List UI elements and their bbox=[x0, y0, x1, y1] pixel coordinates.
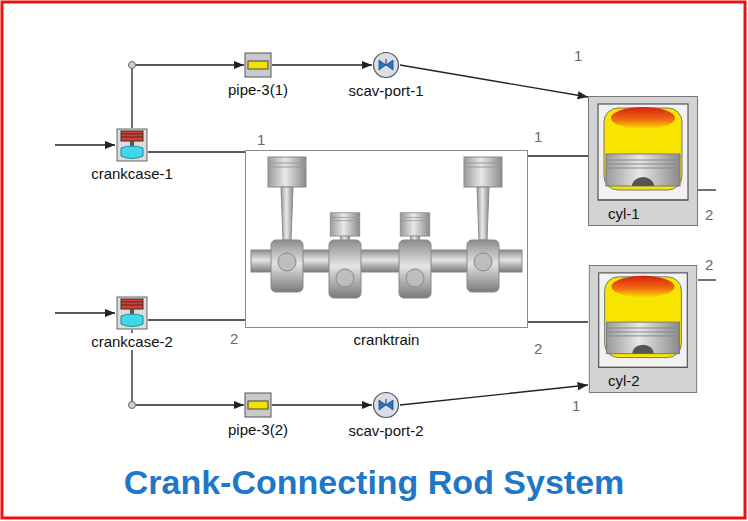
flow-connector bbox=[148, 319, 245, 320]
node-label: crankcase-2 bbox=[89, 333, 175, 350]
node-icon bbox=[372, 391, 400, 419]
junction-dot bbox=[129, 62, 136, 69]
cylinder-node: cyl-2 bbox=[588, 265, 698, 393]
node-icon bbox=[245, 150, 528, 328]
port-number: 1 bbox=[533, 128, 543, 145]
outlet-wire bbox=[698, 279, 716, 280]
pipe-node: pipe-3(1) bbox=[244, 52, 272, 78]
node-label: crankcase-1 bbox=[89, 165, 175, 182]
valve-node: scav-port-2 bbox=[372, 391, 400, 419]
flow-connector bbox=[400, 385, 588, 405]
inlet-arrow bbox=[55, 144, 115, 145]
flow-connector bbox=[272, 404, 372, 405]
port-number: 1 bbox=[571, 397, 581, 414]
node-label: pipe-3(2) bbox=[226, 421, 290, 438]
crankcase-node: crankcase-1 bbox=[116, 128, 148, 162]
node-icon bbox=[588, 265, 698, 393]
flow-connector bbox=[528, 321, 588, 322]
node-icon bbox=[116, 128, 148, 162]
flow-connector bbox=[400, 65, 588, 97]
node-icon bbox=[244, 392, 272, 418]
node-label: cranktrain bbox=[352, 331, 422, 348]
node-label: scav-port-1 bbox=[346, 82, 425, 99]
node-label: cyl-1 bbox=[606, 205, 642, 222]
flow-connector bbox=[272, 64, 372, 65]
port-number: 2 bbox=[704, 206, 714, 223]
port-number: 2 bbox=[533, 340, 543, 357]
crankcase-node: crankcase-2 bbox=[116, 296, 148, 330]
junction-dot bbox=[129, 402, 136, 409]
port-number: 1 bbox=[573, 47, 583, 64]
node-label: scav-port-2 bbox=[346, 422, 425, 439]
node-label: pipe-3(1) bbox=[226, 81, 290, 98]
port-number: 1 bbox=[256, 131, 266, 148]
diagram-title: Crank-Connecting Rod System bbox=[0, 462, 748, 502]
node-icon bbox=[588, 96, 698, 226]
port-number: 2 bbox=[704, 256, 714, 273]
node-icon bbox=[372, 51, 400, 79]
port-number: 2 bbox=[229, 330, 239, 347]
inlet-arrow bbox=[55, 312, 115, 313]
outlet-wire bbox=[698, 189, 716, 190]
cylinder-node: cyl-1 bbox=[588, 96, 698, 226]
cranktrain-node: cranktrain bbox=[245, 150, 528, 328]
node-icon bbox=[116, 296, 148, 330]
flow-connector bbox=[528, 155, 588, 156]
node-icon bbox=[244, 52, 272, 78]
node-label: cyl-2 bbox=[606, 372, 642, 389]
pipe-node: pipe-3(2) bbox=[244, 392, 272, 418]
valve-node: scav-port-1 bbox=[372, 51, 400, 79]
flow-connector bbox=[148, 151, 245, 152]
